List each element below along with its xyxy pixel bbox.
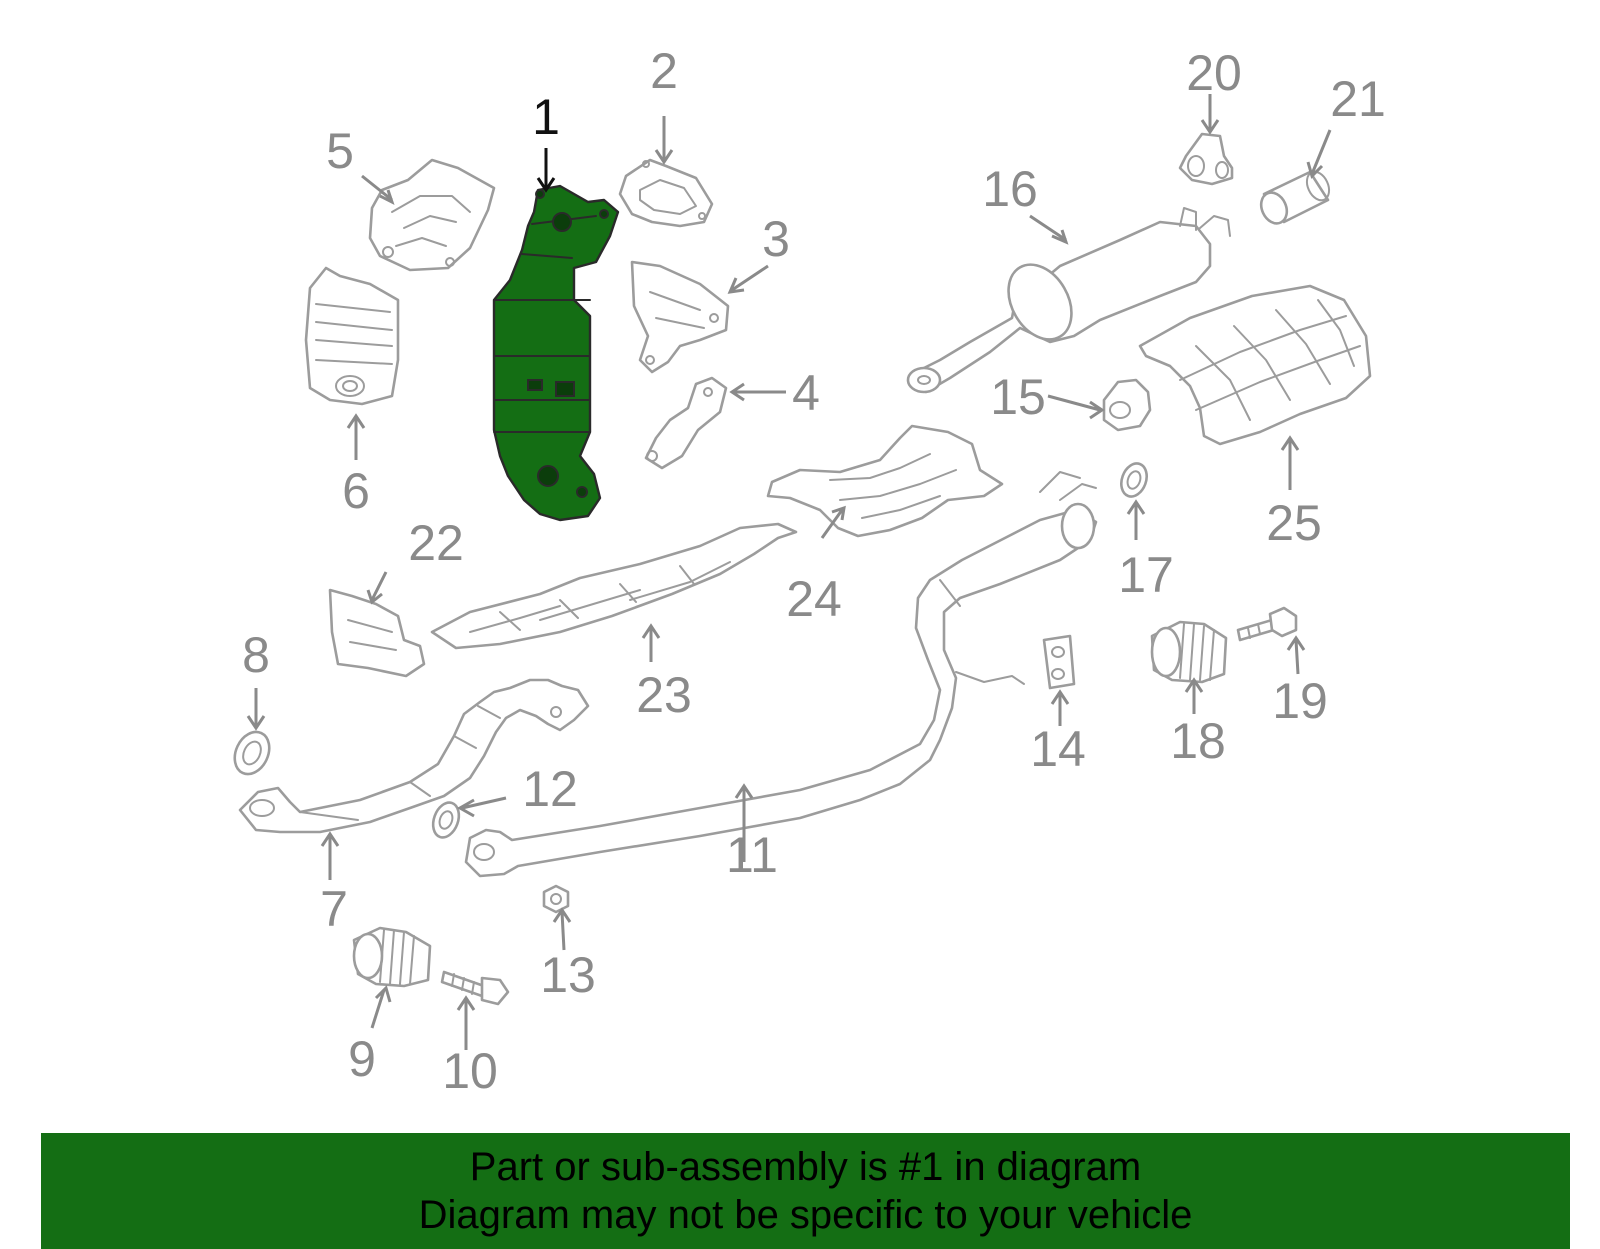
callout-23[interactable]: 23 bbox=[636, 667, 692, 723]
callout-11[interactable]: 11 bbox=[726, 827, 778, 883]
part-4-stay-bracket[interactable] bbox=[644, 376, 728, 470]
part-21-rubber-sleeve[interactable] bbox=[1256, 168, 1333, 227]
callout-6[interactable]: 6 bbox=[342, 463, 370, 519]
part-2-gasket[interactable] bbox=[618, 158, 714, 228]
callout-21[interactable]: 21 bbox=[1330, 71, 1386, 127]
callout-13[interactable]: 13 bbox=[540, 947, 596, 1003]
callout-numbers: 1 2 3 4 5 6 7 8 9 10 11 12 13 14 15 16 1… bbox=[242, 43, 1386, 1099]
part-8-gasket-ring[interactable] bbox=[228, 726, 276, 779]
leader-lines bbox=[246, 94, 1332, 1050]
part-6-lower-heat-shield[interactable] bbox=[304, 266, 400, 406]
banner-line-2: Diagram may not be specific to your vehi… bbox=[418, 1193, 1193, 1237]
banner-line-1: Part or sub-assembly is #1 in diagram bbox=[469, 1145, 1142, 1189]
callout-15[interactable]: 15 bbox=[990, 369, 1046, 425]
callout-20[interactable]: 20 bbox=[1186, 45, 1242, 101]
part-9-spring[interactable] bbox=[352, 926, 432, 988]
callout-16[interactable]: 16 bbox=[982, 161, 1038, 217]
part-24-center-heat-shield[interactable] bbox=[766, 424, 1004, 538]
part-1-catalytic-converter[interactable] bbox=[492, 184, 620, 522]
part-23-floor-heat-shield[interactable] bbox=[430, 522, 798, 650]
callout-8[interactable]: 8 bbox=[242, 627, 270, 683]
callout-5[interactable]: 5 bbox=[326, 123, 354, 179]
callout-24[interactable]: 24 bbox=[786, 571, 842, 627]
info-banner: Part or sub-assembly is #1 in diagram Di… bbox=[41, 1133, 1570, 1249]
callout-25[interactable]: 25 bbox=[1266, 495, 1322, 551]
part-18-spring[interactable] bbox=[1150, 620, 1228, 684]
part-3-bracket[interactable] bbox=[630, 260, 730, 374]
callout-7[interactable]: 7 bbox=[320, 881, 348, 937]
callout-17[interactable]: 17 bbox=[1118, 547, 1174, 603]
part-7-front-pipe[interactable] bbox=[238, 678, 590, 834]
callout-2[interactable]: 2 bbox=[650, 43, 678, 99]
part-13-nut[interactable] bbox=[542, 884, 570, 914]
part-15-hanger-rubber[interactable] bbox=[1102, 378, 1152, 432]
part-17-gasket-ring[interactable] bbox=[1117, 460, 1151, 500]
part-19-bolt[interactable] bbox=[1236, 606, 1298, 642]
part-11-center-pipe[interactable] bbox=[464, 471, 1098, 878]
callout-14[interactable]: 14 bbox=[1030, 721, 1086, 777]
part-12-gasket-ring[interactable] bbox=[429, 799, 464, 841]
callout-19[interactable]: 19 bbox=[1272, 673, 1328, 729]
part-10-bolt[interactable] bbox=[440, 970, 510, 1006]
callout-9[interactable]: 9 bbox=[348, 1031, 376, 1087]
callout-10[interactable]: 10 bbox=[442, 1043, 498, 1099]
part-14-hanger[interactable] bbox=[1042, 634, 1076, 690]
part-5-upper-heat-shield[interactable] bbox=[368, 158, 496, 272]
callout-1[interactable]: 1 bbox=[532, 89, 560, 145]
part-22-bracket[interactable] bbox=[328, 588, 426, 678]
callout-3[interactable]: 3 bbox=[762, 211, 790, 267]
callout-4[interactable]: 4 bbox=[792, 365, 820, 421]
callout-18[interactable]: 18 bbox=[1170, 713, 1226, 769]
part-20-hanger[interactable] bbox=[1178, 132, 1234, 186]
part-25-rear-heat-shield[interactable] bbox=[1138, 284, 1372, 446]
part-16-muffler[interactable] bbox=[906, 207, 1231, 394]
callout-22[interactable]: 22 bbox=[408, 515, 464, 571]
callout-12[interactable]: 12 bbox=[522, 761, 578, 817]
